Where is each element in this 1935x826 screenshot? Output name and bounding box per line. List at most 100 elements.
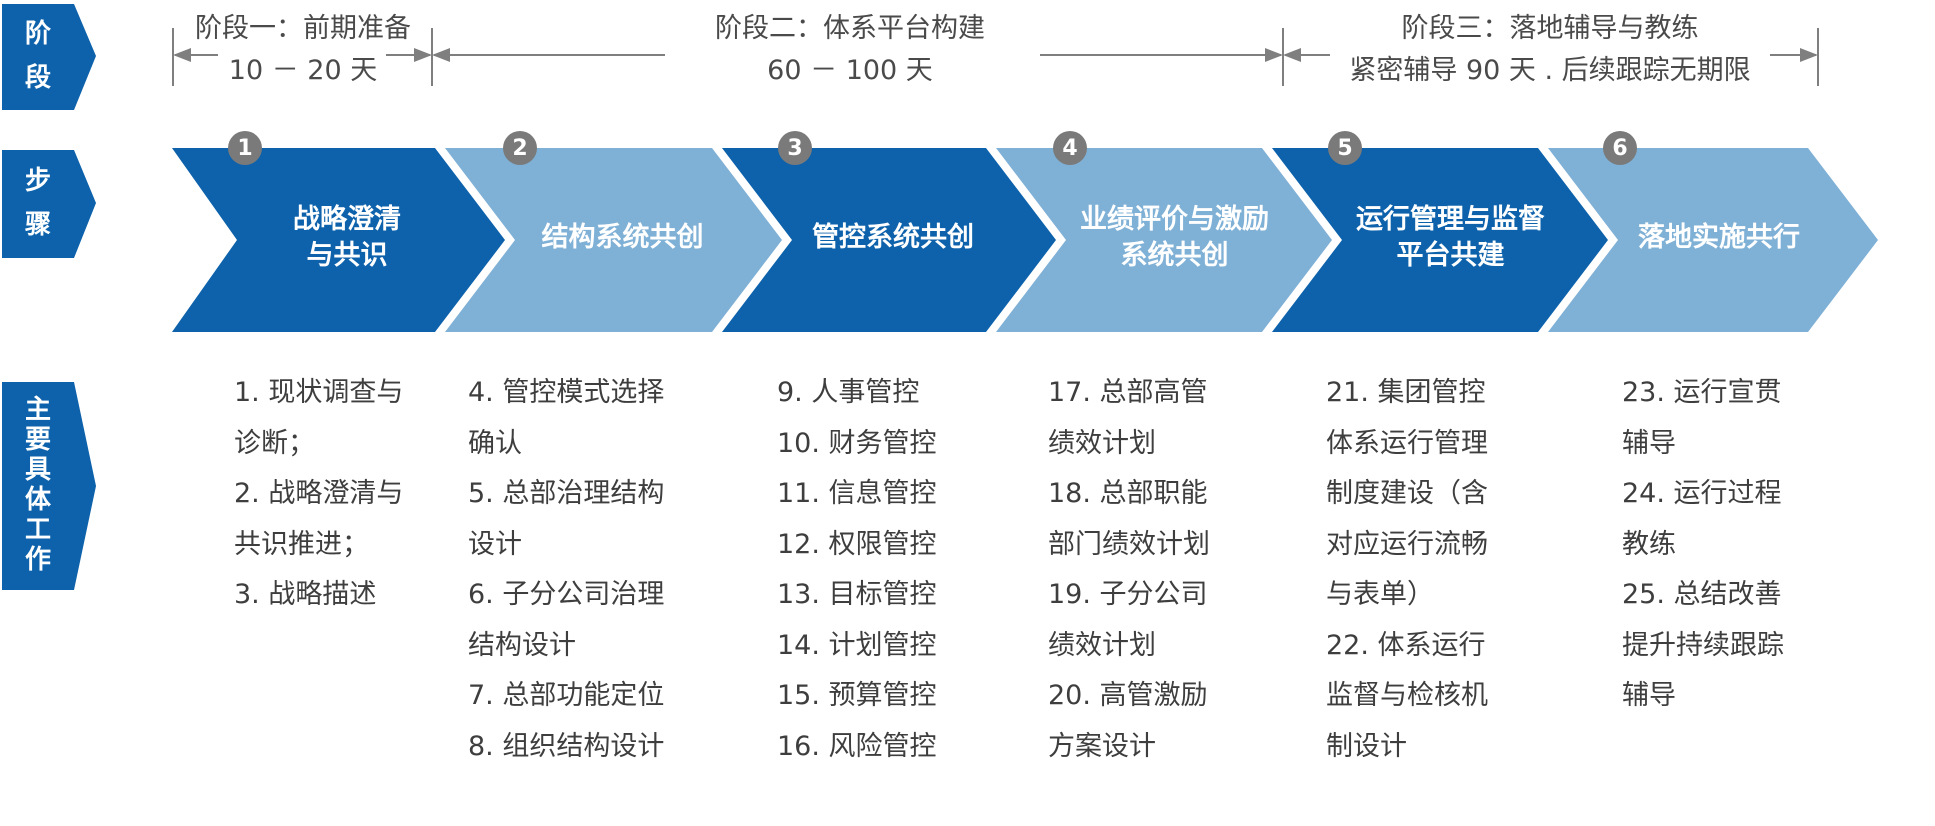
work-label-char: 体 xyxy=(24,485,51,515)
task-line: 与表单） xyxy=(1326,579,1434,610)
step-row-label: 步 骤 xyxy=(2,150,74,258)
task-line: 9. 人事管控 xyxy=(777,377,920,408)
task-list-step-6: 23. 运行宣贯 辅导 24. 运行过程 教练 25. 总结改善 提升持续跟踪 … xyxy=(1622,368,1784,722)
step-number-badge: 1 xyxy=(228,131,262,165)
task-line: 20. 高管激励 xyxy=(1048,680,1208,711)
phase-3: 阶段三：落地辅导与教练 紧密辅导 90 天 . 后续跟踪无期限 xyxy=(1290,8,1810,92)
task-line: 24. 运行过程 xyxy=(1622,478,1782,509)
task-line: 绩效计划 xyxy=(1048,629,1156,661)
stage-label-char: 段 xyxy=(24,63,51,93)
step-label-line: 结构系统共创 xyxy=(541,222,704,253)
task-line: 监督与检核机 xyxy=(1326,680,1488,711)
step-chevron-6 xyxy=(1548,148,1878,332)
task-line: 16. 风险管控 xyxy=(777,730,937,762)
step-chevron-3 xyxy=(722,148,1056,332)
step-label-line: 战略澄清 xyxy=(293,204,401,235)
step-label-4: 业绩评价与激励 系统共创 xyxy=(1062,196,1287,280)
task-line: 5. 总部治理结构 xyxy=(468,478,665,509)
step-label-3: 管控系统共创 xyxy=(788,196,998,280)
phase-duration: 紧密辅导 90 天 . 后续跟踪无期限 xyxy=(1349,55,1751,86)
step-number-badge: 2 xyxy=(503,131,537,165)
task-line: 设计 xyxy=(468,528,522,560)
task-line: 4. 管控模式选择 xyxy=(468,377,665,408)
step-label-line: 运行管理与监督 xyxy=(1356,204,1545,235)
task-line: 10. 财务管控 xyxy=(777,427,937,459)
work-row-label: 主 要 具 体 工 作 xyxy=(2,382,74,590)
work-label-char: 作 xyxy=(24,544,51,575)
phase-title: 阶段二：体系平台构建 xyxy=(715,13,985,44)
step-label-line: 平台共建 xyxy=(1396,240,1505,271)
phase-1: 阶段一：前期准备 10 － 20 天 xyxy=(178,8,428,92)
step-label-2: 结构系统共创 xyxy=(515,196,730,280)
task-line: 1. 现状调查与 xyxy=(234,377,404,408)
task-line: 绩效计划 xyxy=(1048,427,1156,459)
phase-2: 阶段二：体系平台构建 60 － 100 天 xyxy=(640,8,1060,92)
task-line: 制度建设（含 xyxy=(1326,478,1488,509)
step-label-line: 与共识 xyxy=(306,240,388,271)
task-line: 确认 xyxy=(468,427,522,459)
work-label-char: 工 xyxy=(24,514,51,545)
task-list-step-5: 21. 集团管控 体系运行管理 制度建设（含 对应运行流畅 与表单） 22. 体… xyxy=(1326,368,1488,772)
step-label-line: 管控系统共创 xyxy=(812,222,974,253)
task-line: 13. 目标管控 xyxy=(777,579,937,610)
task-line: 21. 集团管控 xyxy=(1326,377,1486,408)
step-number-badge: 5 xyxy=(1328,131,1362,165)
task-line: 7. 总部功能定位 xyxy=(468,680,665,711)
task-line: 制设计 xyxy=(1326,730,1407,762)
step-tab-shape xyxy=(2,150,96,258)
task-line: 8. 组织结构设计 xyxy=(468,730,665,762)
task-line: 结构设计 xyxy=(468,629,576,661)
step-label-char: 步 xyxy=(24,166,51,197)
task-line: 14. 计划管控 xyxy=(777,629,937,661)
step-number-badge: 3 xyxy=(778,131,812,165)
step-number-badge: 6 xyxy=(1603,131,1637,165)
stage-tab-shape xyxy=(2,4,96,110)
step-chevron-4 xyxy=(996,148,1332,332)
task-line: 19. 子分公司 xyxy=(1048,579,1208,610)
stage-label-char: 阶 xyxy=(24,19,51,50)
task-line: 11. 信息管控 xyxy=(777,478,937,509)
step-label-1: 战略澄清 与共识 xyxy=(242,196,452,280)
step-label-line: 系统共创 xyxy=(1120,240,1229,271)
task-line: 17. 总部高管 xyxy=(1048,377,1208,408)
task-line: 体系运行管理 xyxy=(1326,427,1488,459)
work-label-char: 主 xyxy=(24,395,51,426)
work-label-char: 具 xyxy=(24,455,51,486)
task-list-step-3: 9. 人事管控 10. 财务管控 11. 信息管控 12. 权限管控 13. 目… xyxy=(777,368,937,772)
task-line: 12. 权限管控 xyxy=(777,528,937,560)
work-tab-shape xyxy=(2,382,96,590)
task-line: 22. 体系运行 xyxy=(1326,629,1486,661)
task-line: 诊断； xyxy=(234,427,315,459)
task-line: 方案设计 xyxy=(1048,730,1156,762)
step-chevron-1 xyxy=(172,148,505,332)
phase-duration: 60 － 100 天 xyxy=(767,55,933,86)
task-line: 提升持续跟踪 xyxy=(1622,629,1784,661)
task-line: 对应运行流畅 xyxy=(1326,528,1488,560)
step-chevron-5 xyxy=(1272,148,1608,332)
task-list-step-1: 1. 现状调查与 诊断； 2. 战略澄清与 共识推进； 3. 战略描述 xyxy=(234,368,403,621)
task-line: 6. 子分公司治理 xyxy=(468,579,665,610)
task-line: 教练 xyxy=(1622,528,1676,560)
task-line: 共识推进； xyxy=(234,528,369,560)
phase-duration: 10 － 20 天 xyxy=(228,55,378,86)
task-line: 15. 预算管控 xyxy=(777,680,937,711)
stage-row-label: 阶 段 xyxy=(2,4,74,110)
task-list-step-4: 17. 总部高管 绩效计划 18. 总部职能 部门绩效计划 19. 子分公司 绩… xyxy=(1048,368,1210,772)
phase-title: 阶段三：落地辅导与教练 xyxy=(1401,13,1699,44)
task-line: 3. 战略描述 xyxy=(234,579,377,610)
task-line: 部门绩效计划 xyxy=(1048,528,1210,560)
step-label-char: 骤 xyxy=(24,210,51,240)
task-list-step-2: 4. 管控模式选择 确认 5. 总部治理结构 设计 6. 子分公司治理 结构设计… xyxy=(468,368,664,772)
step-label-line: 业绩评价与激励 xyxy=(1080,204,1269,235)
task-line: 18. 总部职能 xyxy=(1048,478,1208,509)
step-label-6: 落地实施共行 xyxy=(1614,196,1824,280)
task-line: 25. 总结改善 xyxy=(1622,579,1782,610)
task-line: 2. 战略澄清与 xyxy=(234,478,404,509)
step-chevron-2 xyxy=(445,148,782,332)
task-line: 辅导 xyxy=(1622,680,1676,711)
step-label-line: 落地实施共行 xyxy=(1638,222,1800,253)
task-line: 辅导 xyxy=(1622,427,1676,459)
task-line: 23. 运行宣贯 xyxy=(1622,377,1782,408)
step-label-5: 运行管理与监督 平台共建 xyxy=(1338,196,1563,280)
